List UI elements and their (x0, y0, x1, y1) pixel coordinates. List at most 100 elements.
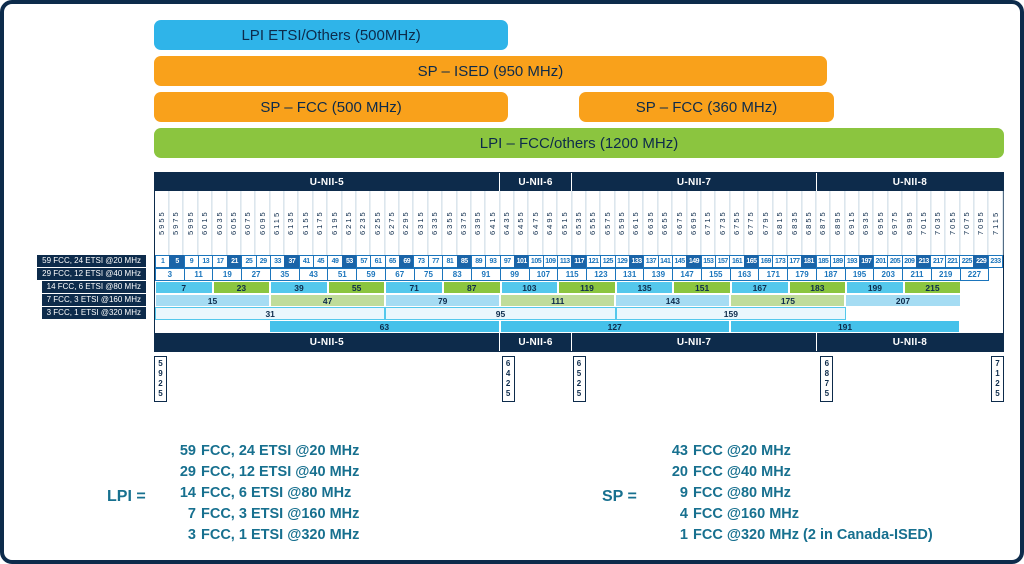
ch40-107: 107 (528, 268, 559, 281)
ch40-75: 75 (413, 268, 444, 281)
ch20-189: 189 (829, 255, 846, 268)
band-header-u-nii-8: U-NII-8 (816, 173, 1003, 191)
ch20-61: 61 (370, 255, 386, 268)
freq-label-6515: 6515 (557, 191, 572, 255)
freq-label-6095: 6095 (255, 191, 270, 255)
ch20-185: 185 (815, 255, 831, 268)
ch80-135: 135 (615, 281, 674, 294)
ch80-183: 183 (788, 281, 847, 294)
ch20-89: 89 (470, 255, 487, 268)
ch20-69: 69 (399, 255, 415, 268)
freq-label-6955: 6955 (873, 191, 889, 255)
freq-label-6875: 6875 (816, 191, 831, 255)
freq-label-5995: 5995 (183, 191, 199, 255)
freq-label-6655: 6655 (658, 191, 673, 255)
freq-label-6615: 6615 (629, 191, 644, 255)
freq-label-6675: 6675 (672, 191, 687, 255)
ch320-191: 191 (729, 320, 961, 333)
ch20-117: 117 (571, 255, 587, 268)
ch20-101: 101 (513, 255, 530, 268)
edge-freq-7125: 7125 (991, 356, 1004, 402)
ch20-209: 209 (901, 255, 918, 268)
ch20-5: 5 (169, 255, 185, 268)
freq-label-6995: 6995 (902, 191, 917, 255)
freq-label-6135: 6135 (284, 191, 299, 255)
ch160-79: 79 (385, 294, 501, 307)
legend-line-count: 29 (179, 464, 196, 480)
ch20-81: 81 (442, 255, 458, 268)
freq-label-6975: 6975 (888, 191, 903, 255)
edge-freq-5925: 5925 (154, 356, 167, 402)
band-header-u-nii-5: U-NII-5 (155, 333, 500, 351)
ch20-97: 97 (499, 255, 515, 268)
freq-label-7015: 7015 (916, 191, 932, 255)
ch20-1: 1 (155, 255, 171, 268)
freq-label-6115: 6115 (270, 191, 285, 255)
freq-label-6755: 6755 (730, 191, 745, 255)
freq-label-6395: 6395 (471, 191, 486, 255)
freq-label-7075: 7075 (960, 191, 975, 255)
ch40-11: 11 (183, 268, 214, 281)
ch20-93: 93 (485, 255, 501, 268)
ch40-139: 139 (643, 268, 674, 281)
ch20-153: 153 (700, 255, 717, 268)
ch20-217: 217 (930, 255, 946, 268)
freq-label-7035: 7035 (931, 191, 946, 255)
legend-line-count: 9 (679, 485, 688, 501)
ch20-149: 149 (686, 255, 702, 268)
ch40-3: 3 (155, 268, 185, 281)
edge-freq-6425: 6425 (501, 356, 515, 402)
ch40-131: 131 (614, 268, 645, 281)
freq-label-6795: 6795 (758, 191, 774, 255)
freq-label-6475: 6475 (528, 191, 544, 255)
power-bar-lpi-fcc: LPI – FCC/others (1200 MHz) (154, 128, 1004, 158)
ch40-147: 147 (672, 268, 702, 281)
ch40-179: 179 (787, 268, 817, 281)
band-header-u-nii-7: U-NII-7 (572, 173, 817, 191)
ch320-159: 159 (615, 307, 847, 320)
ch20-53: 53 (341, 255, 358, 268)
ch20-177: 177 (786, 255, 803, 268)
ch80-167: 167 (730, 281, 789, 294)
ch20-113: 113 (557, 255, 573, 268)
ch40-123: 123 (586, 268, 616, 281)
ch20-221: 221 (944, 255, 961, 268)
ch20-233: 233 (987, 255, 1004, 268)
ch80-87: 87 (442, 281, 501, 294)
freq-label-6215: 6215 (341, 191, 357, 255)
power-bar-sp-fcc-500: SP – FCC (500 MHz) (154, 92, 509, 122)
freq-label-6635: 6635 (643, 191, 659, 255)
ch160-175: 175 (730, 294, 846, 307)
row-label-4: 3 FCC, 1 ETSI @320 MHz (41, 306, 146, 319)
ch80-55: 55 (327, 281, 386, 294)
freq-label-6895: 6895 (830, 191, 845, 255)
ch20-193: 193 (844, 255, 860, 268)
legend-line-count: 20 (671, 464, 688, 480)
empty-cell (846, 307, 1004, 320)
freq-label-6175: 6175 (313, 191, 328, 255)
freq-label-6815: 6815 (773, 191, 788, 255)
freq-label-7115: 7115 (988, 191, 1004, 255)
ch40-51: 51 (327, 268, 358, 281)
freq-label-6735: 6735 (715, 191, 730, 255)
ch40-67: 67 (384, 268, 415, 281)
power-bar-lpi-etsi: LPI ETSI/Others (500MHz) (154, 20, 509, 50)
freq-label-6355: 6355 (442, 191, 457, 255)
freq-label-6695: 6695 (686, 191, 702, 255)
ch20-65: 65 (384, 255, 401, 268)
legend-line-count: 1 (679, 527, 688, 543)
ch160-111: 111 (500, 294, 616, 307)
legend-line-count: 4 (679, 506, 688, 522)
power-bar-sp-ised: SP – ISED (950 MHz) (154, 56, 827, 86)
